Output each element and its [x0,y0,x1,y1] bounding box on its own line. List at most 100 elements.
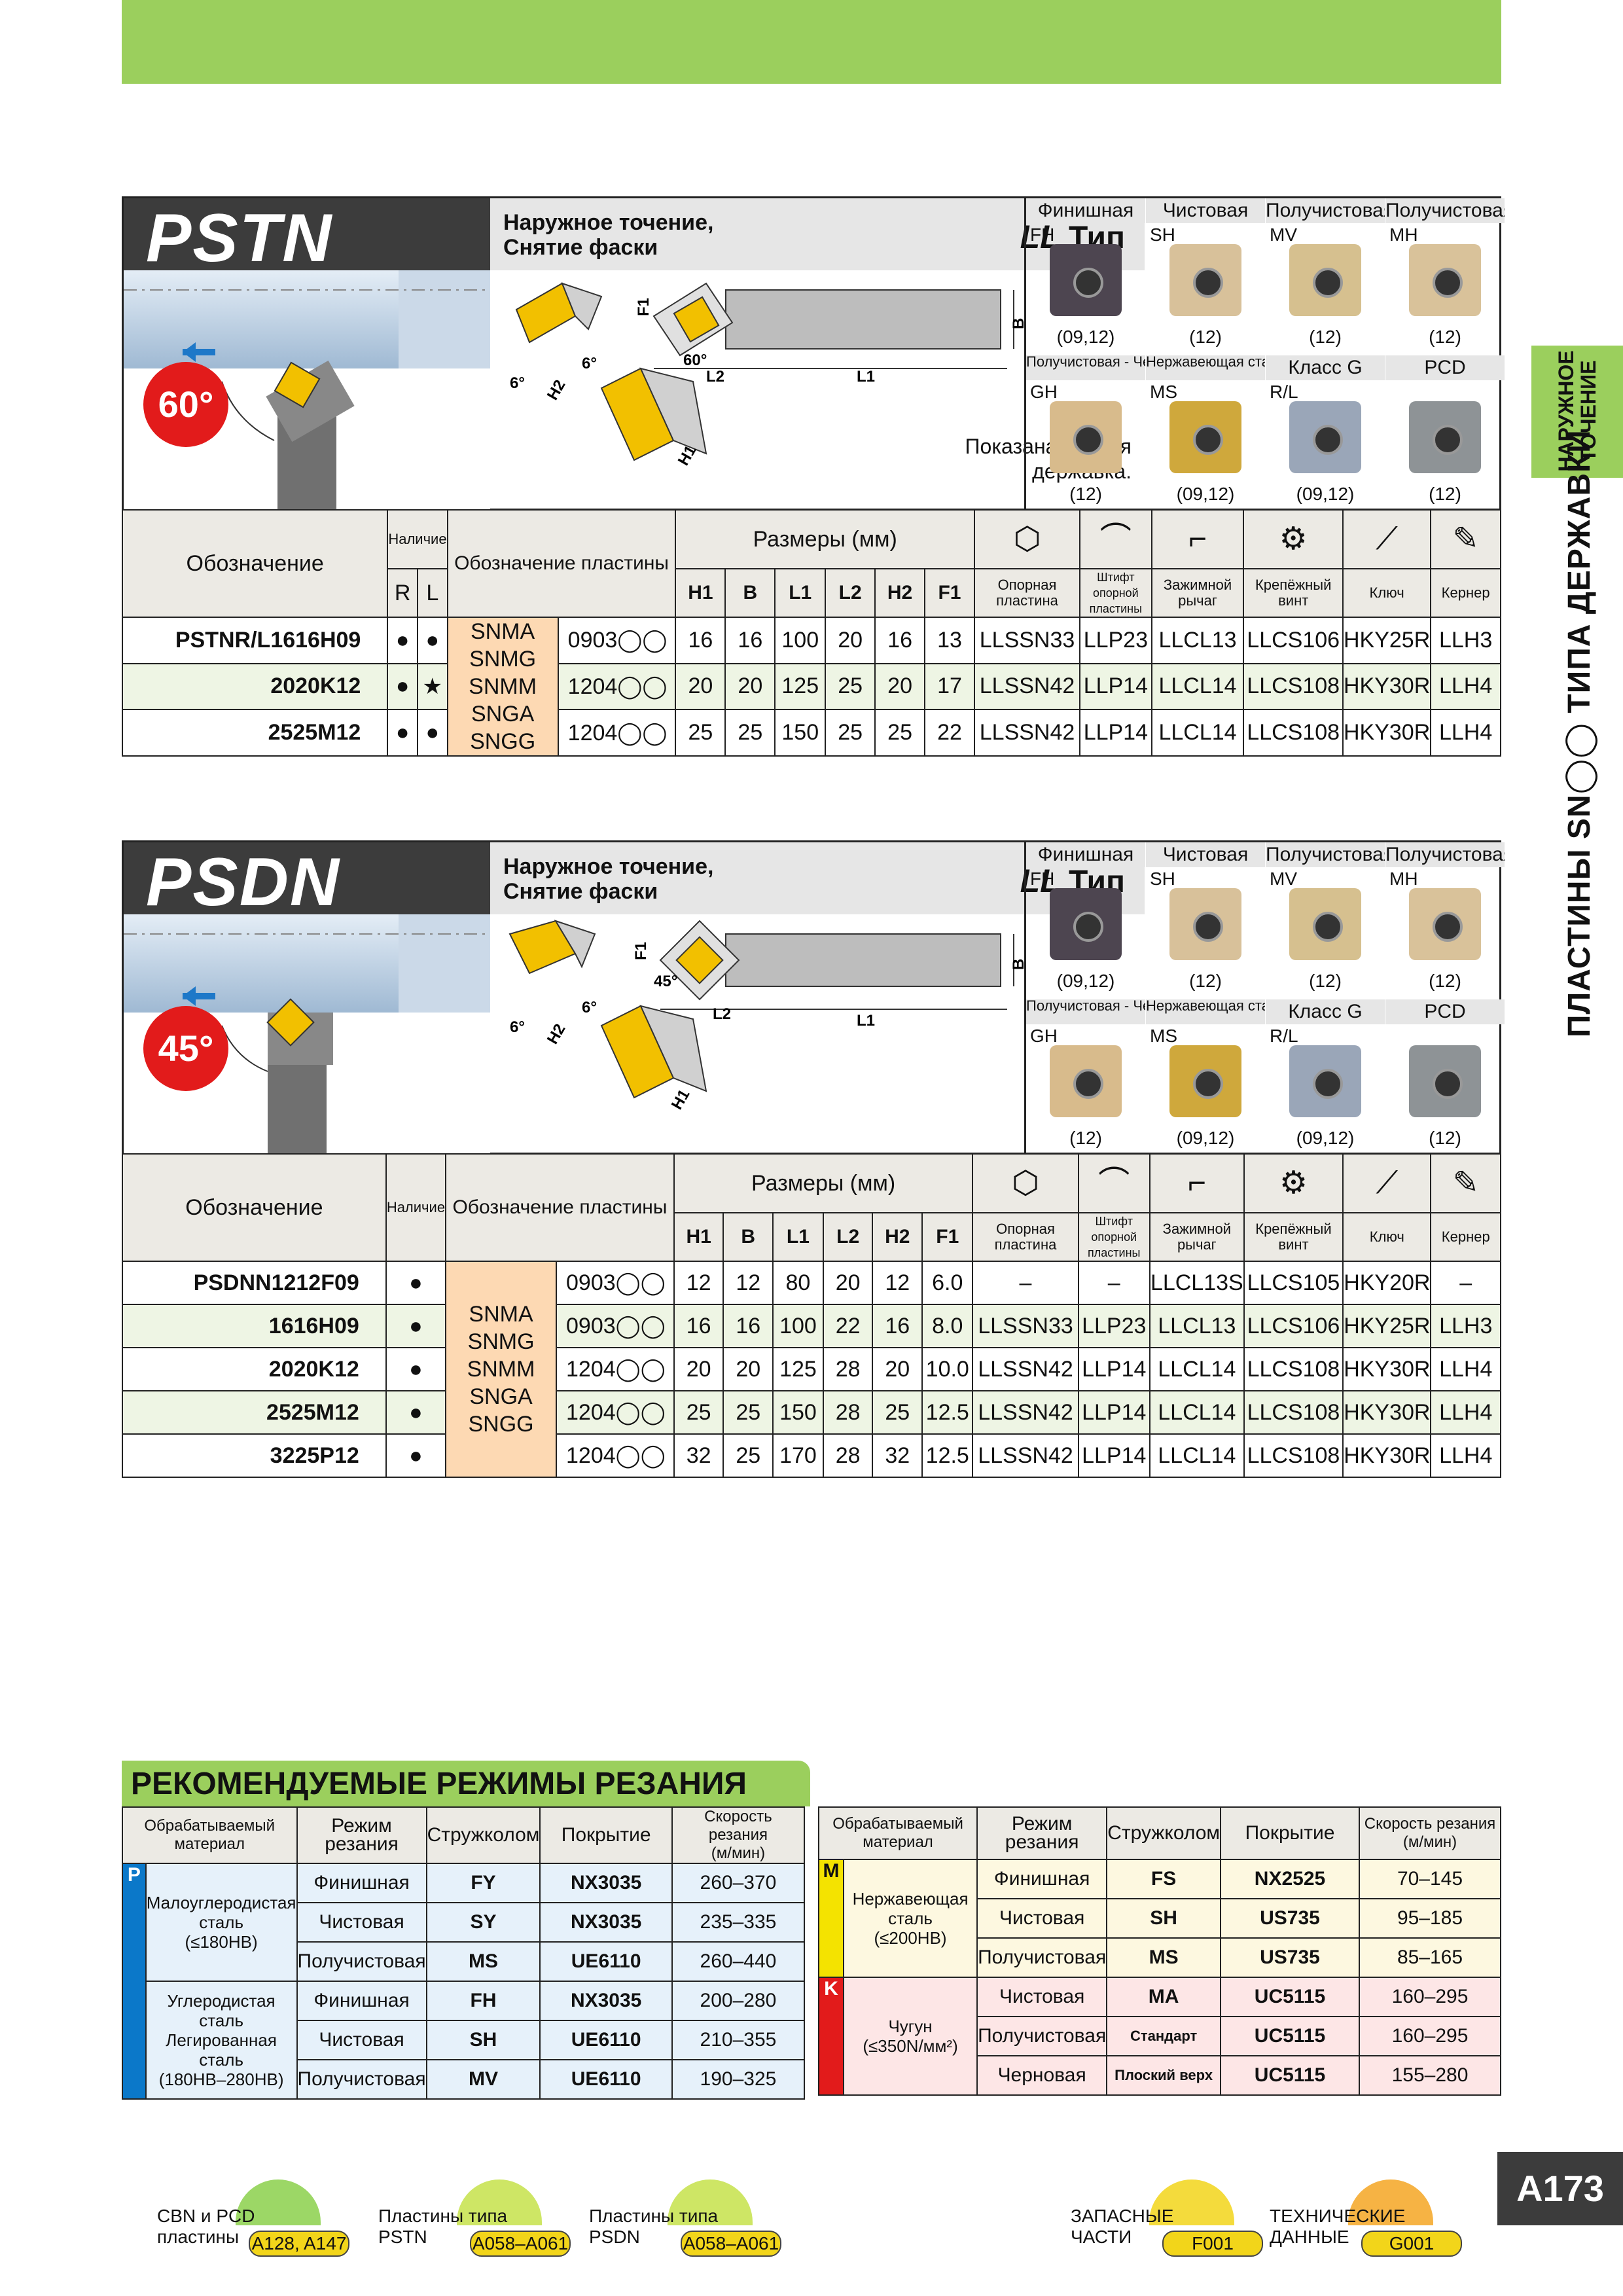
grade-code: MH [1389,224,1418,245]
part-code: LLCS108 [1243,709,1344,757]
part-code: HKY30R [1342,709,1432,757]
avail: ● [385,1304,447,1348]
insert-size: 1204◯◯ [556,1390,675,1435]
svg-text:F1: F1 [635,298,652,316]
part-code: LLP14 [1077,1347,1150,1391]
pstn-header: PSTN 60° Наружное точение, Снятие фаски … [122,196,1505,512]
grade-name: Чистовая [1146,842,1265,867]
insert-chip-icon [1050,1045,1122,1117]
pstn-th-r: R [387,568,418,618]
rec-cell: 260–370 [671,1863,806,1903]
clamp-icon: ⌐ [1150,509,1245,569]
rec-cell: US735 [1220,1898,1360,1939]
insert-chip-icon [1409,401,1481,473]
rec-cell: 235–335 [671,1902,806,1943]
rec-cell: SY [425,1902,541,1943]
part-code: LLP14 [1077,1433,1150,1478]
top-banner [122,0,1501,84]
part-code: LLCS108 [1243,1390,1344,1435]
wrench-icon: ⟋ [1342,509,1432,569]
pstn-desc-text: Наружное точение, Снятие фаски [503,210,714,260]
dim-value: 25 [874,709,926,757]
th-dim: H1 [673,1212,724,1262]
part-code: LLH4 [1430,709,1501,757]
footer-ref-pages[interactable]: F001 [1162,2231,1263,2257]
rec-cell: NX3035 [539,1981,673,2021]
category-M: M [818,1859,844,1978]
rec-th: Скорость резания (м/мин) [671,1806,806,1864]
dim-value: 28 [822,1390,874,1435]
svg-text:H1: H1 [668,1086,694,1113]
psdn-dimension-drawing: F1 B L1 L2 45° 6° 6° H2 H1 [490,914,1145,1157]
part-code: HKY20R [1342,1261,1432,1305]
dim-value: 16 [874,617,926,664]
grade-code: MV [1270,869,1297,889]
grade-code: FH [1030,869,1055,889]
part-code: LLCS108 [1243,1347,1344,1391]
part-code: LLP14 [1079,662,1152,711]
dim-value: 16 [872,1304,923,1348]
part-code: LLH4 [1430,1347,1501,1391]
rec-cell: UC5115 [1220,2016,1360,2056]
part-code: LLSSN42 [972,1390,1079,1435]
insert-chip-icon [1409,888,1481,960]
dim-value: 28 [822,1433,874,1478]
rec-cell: 155–280 [1359,2055,1501,2096]
insert-chip-icon [1050,401,1122,473]
rec-cell: Стандарт [1106,2016,1221,2056]
insert-chip-icon [1289,401,1361,473]
rec-cell: MS [425,1941,541,1982]
rec-cell: Получистовая [976,1937,1108,1978]
part-code: HKY25R [1342,1304,1432,1348]
dim-value: 16 [724,617,776,664]
dim-value: 150 [774,709,827,757]
grade-card: Получистовая - ЧерноваяGH(12) [1026,355,1145,512]
part-code: LLCL14 [1150,709,1245,757]
seat-icon: ⬡ [972,1153,1079,1213]
part-code: – [1430,1261,1501,1305]
insert-type: SNGG [470,729,536,754]
rec-cell: FS [1106,1859,1221,1899]
rec-cell: NX3035 [539,1863,673,1903]
rec-cell: 160–295 [1359,2016,1501,2056]
rec-cell: 160–295 [1359,1977,1501,2017]
pin-icon: ⌒ [1077,1153,1150,1213]
footer-ref-pages[interactable]: A058–A061 [470,2231,571,2257]
th-dim: L2 [825,568,876,618]
rec-cell: 85–165 [1359,1937,1501,1978]
dim-value: 125 [772,1347,824,1391]
footer-ref-pages[interactable]: G001 [1361,2231,1462,2257]
dim-value: 125 [774,662,827,711]
psdn-table: Обозначение Наличие Обозначение пластины… [122,1153,1501,1478]
part-code: LLP23 [1079,617,1152,664]
dim-value: 16 [722,1304,774,1348]
rec-th: Режим резания [976,1806,1108,1860]
holder-code: 2020K12 [121,662,389,711]
insert-type: SNGG [468,1412,534,1437]
dim-value: 20 [825,617,876,664]
part-code: LLSSN42 [972,1433,1079,1478]
insert-type: SNGA [471,702,535,726]
grade-code: MV [1270,224,1297,245]
part-code: LLSSN33 [973,617,1081,664]
dim-value: 80 [772,1261,824,1305]
insert-type: SNMA [471,619,535,644]
th-dim: L1 [772,1212,824,1262]
rec-th: Покрытие [539,1806,673,1864]
footer-ref-pages[interactable]: A128, A147 [249,2231,349,2257]
part-code: HKY30R [1342,1433,1432,1478]
footer-ref-pages[interactable]: A058–A061 [681,2231,781,2257]
